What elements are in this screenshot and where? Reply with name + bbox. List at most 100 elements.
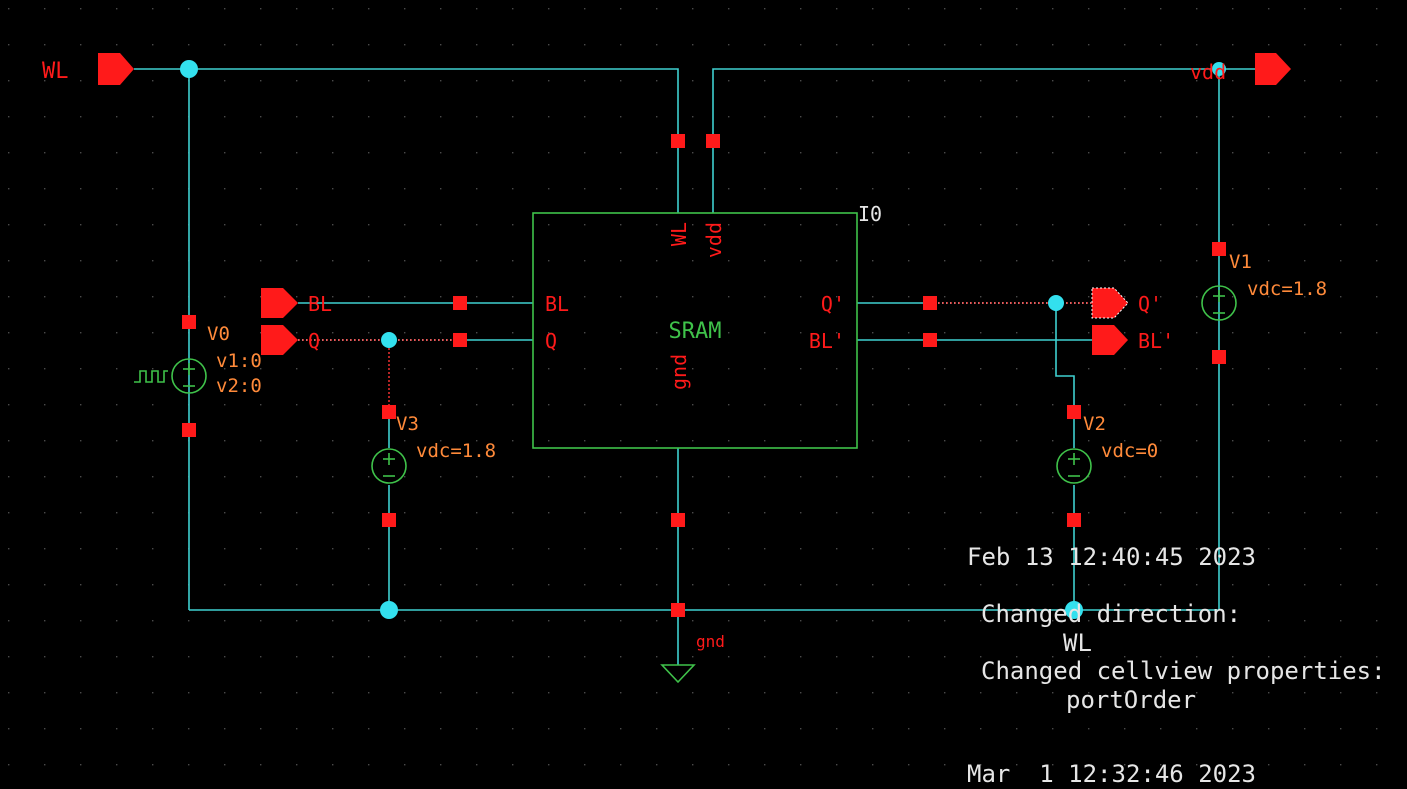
grid-dot [1052,44,1054,46]
grid-dot [1016,764,1018,766]
grid-dot [1160,260,1162,262]
grid-dot [620,188,622,190]
wire-vdd-top[interactable] [712,68,1255,213]
junction-qbar[interactable] [1048,295,1064,311]
pin-v3-minus[interactable] [382,513,396,527]
pin-blbar-shape[interactable] [1092,325,1128,355]
grid-dot [296,44,298,46]
pin-qbar-shape[interactable] [1091,287,1129,319]
junction-gnd-v2[interactable] [1065,601,1083,619]
grid-dot [8,368,10,370]
grid-dot [188,728,190,730]
pin-v2-minus[interactable] [1067,513,1081,527]
grid-dot [440,332,442,334]
grid-dot [1376,764,1378,766]
pulse-source-icon[interactable] [134,358,207,394]
wire-qbar-v2[interactable] [1055,303,1075,448]
pin-bl-shape[interactable] [261,288,298,318]
pin-sram-q[interactable] [453,333,467,347]
grid-dot [980,80,982,82]
grid-dot [1196,368,1198,370]
grid-dot [764,260,766,262]
grid-dot [908,44,910,46]
grid-dot [1124,80,1126,82]
grid-dot [980,620,982,622]
pin-vdd-shape[interactable] [1255,53,1291,85]
grid-dot [1340,764,1342,766]
grid-dot [80,584,82,586]
grid-dot [404,368,406,370]
grid-dot [728,332,730,334]
pin-wl-shape[interactable] [98,53,134,85]
grid-dot [800,728,802,730]
grid-dot [116,512,118,514]
pin-v0-minus[interactable] [182,423,196,437]
grid-dot [764,764,766,766]
grid-dot [368,260,370,262]
pin-gnd-node[interactable] [671,603,685,617]
grid-dot [1124,224,1126,226]
grid-dot [764,152,766,154]
grid-dot [440,80,442,82]
grid-dot [8,548,10,550]
dc-source-icon[interactable] [1201,285,1237,321]
pin-sram-bl[interactable] [453,296,467,310]
grid-dot [980,44,982,46]
grid-dot [1088,152,1090,154]
grid-dot [476,44,478,46]
grid-dot [1124,620,1126,622]
dc-source-icon[interactable] [371,448,407,484]
junction-vdd[interactable] [1212,62,1226,76]
grid-dot [800,8,802,10]
junction-wl[interactable] [180,60,198,78]
wire-wl-top[interactable] [134,68,679,213]
dc-source-icon[interactable] [1056,448,1092,484]
grid-dot [440,404,442,406]
grid-dot [8,692,10,694]
grid-dot [1376,296,1378,298]
sram-instance[interactable]: I0 SRAM BL Q Q' BL' WL vdd gnd [532,202,882,449]
grid-dot [260,332,262,334]
grid-dot [800,332,802,334]
grid-dot [260,728,262,730]
grid-dot [692,692,694,694]
grid-dot [152,476,154,478]
grid-dot [332,512,334,514]
pin-v0-plus[interactable] [182,315,196,329]
grid-dot [1160,656,1162,658]
grid-dot [1340,152,1342,154]
junction-q[interactable] [381,332,397,348]
grid-dot [908,620,910,622]
grid-dot [692,80,694,82]
grid-dot [8,260,10,262]
grid-dot [152,80,154,82]
grid-dot [692,728,694,730]
pin-sram-qbar[interactable] [923,296,937,310]
pin-v1-minus[interactable] [1212,350,1226,364]
pin-v1-plus[interactable] [1212,242,1226,256]
grid-dot [800,440,802,442]
pin-v2-plus[interactable] [1067,405,1081,419]
grid-dot [80,8,82,10]
grid-dot [440,656,442,658]
grid-dot [440,584,442,586]
grid-dot [332,728,334,730]
grid-dot [368,44,370,46]
pin-v3-plus[interactable] [382,405,396,419]
grid-dot [440,476,442,478]
pin-sram-vdd[interactable] [706,134,720,148]
junction-gnd-v3[interactable] [380,601,398,619]
grid-dot [8,584,10,586]
pin-sram-blbar[interactable] [923,333,937,347]
grid-dot [440,224,442,226]
grid-dot [584,80,586,82]
pin-sram-gnd[interactable] [671,513,685,527]
grid-dot [1160,584,1162,586]
grid-dot [1196,476,1198,478]
pin-sram-wl[interactable] [671,134,685,148]
pin-q-shape[interactable] [261,325,298,355]
grid-dot [152,584,154,586]
ground-icon[interactable] [660,664,696,684]
